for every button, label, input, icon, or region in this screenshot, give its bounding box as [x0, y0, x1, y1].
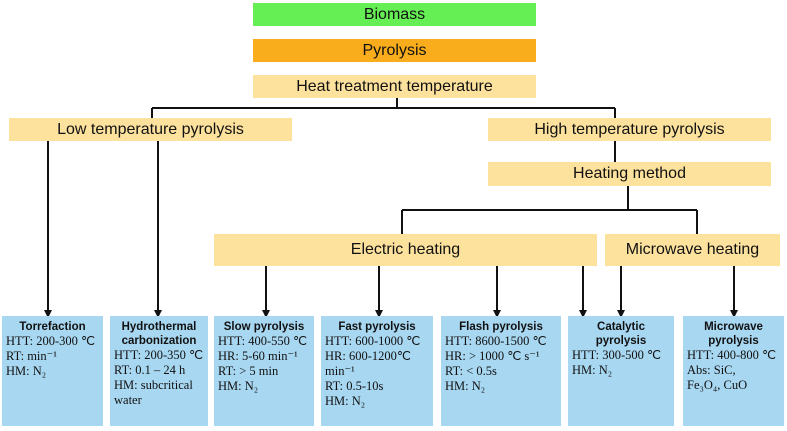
leaf-line: HM: N₂ — [6, 364, 47, 378]
leaf-microwave-title-1: Microwave — [704, 321, 763, 333]
leaf-line: HR: > 1000 ℃ s⁻¹ — [445, 349, 540, 363]
leaf-fast-title: Fast pyrolysis — [338, 321, 416, 333]
leaf-line: RT: 0.1 – 24 h — [114, 363, 186, 377]
node-electric-heating-label: Electric heating — [350, 241, 461, 258]
leaf-line: HTT: 600-1000 ℃ — [325, 334, 421, 348]
leaf-line: HTT: 8600-1500 ℃ — [445, 334, 547, 348]
node-microwave-heating-label: Microwave heating — [625, 241, 760, 258]
leaf-line: HM: N₂ — [218, 379, 259, 393]
leaf-flash-pyrolysis: Flash pyrolysis HTT: 8600-1500 ℃ HR: > 1… — [441, 316, 561, 426]
node-pyrolysis: Pyrolysis — [253, 39, 536, 62]
node-biomass: Biomass — [253, 3, 536, 26]
leaf-line: HM: N₂ — [445, 379, 486, 393]
leaf-line: HTT: 400-800 ℃ — [687, 348, 777, 362]
leaf-line: RT: 0.5-10s — [325, 379, 384, 393]
leaf-line: HM: subcritical — [114, 378, 193, 392]
leaf-hydrothermal-title-1: Hydrothermal — [121, 321, 197, 333]
node-heating-method-label: Heating method — [573, 165, 686, 182]
leaf-line: HM: N₂ — [572, 363, 613, 377]
leaf-hydrothermal-title-2: carbonization — [121, 335, 197, 347]
node-heating-method: Heating method — [488, 162, 771, 186]
leaf-line: RT: < 0.5s — [445, 364, 497, 378]
node-heat-treatment: Heat treatment temperature — [253, 75, 536, 98]
leaf-torrefaction-title: Torrefaction — [19, 321, 86, 333]
leaf-catalytic-title: Catalytic pyrolysis — [595, 321, 647, 347]
leaf-line: HTT: 200-350 ℃ — [114, 348, 204, 362]
leaf-slow-pyrolysis: Slow pyrolysis HTT: 400-550 ℃ HR: 5-60 m… — [214, 316, 314, 426]
leaf-microwave-title-2: pyrolysis — [708, 335, 759, 347]
node-high-temperature: High temperature pyrolysis — [488, 118, 771, 141]
node-low-temperature: Low temperature pyrolysis — [9, 118, 292, 141]
node-biomass-label: Biomass — [363, 5, 426, 23]
leaf-line: Abs: SiC, — [687, 363, 736, 377]
node-high-temperature-label: High temperature pyrolysis — [534, 120, 725, 138]
leaf-line: HR: 600-1200℃ — [325, 349, 411, 363]
leaf-line: HTT: 200-300 ℃ — [6, 334, 96, 348]
leaf-line: water — [114, 393, 142, 407]
leaf-torrefaction: Torrefaction HTT: 200-300 ℃ RT: min⁻¹ HM… — [2, 316, 103, 426]
node-pyrolysis-label: Pyrolysis — [362, 41, 427, 59]
leaf-line: HR: 5-60 min⁻¹ — [218, 349, 298, 363]
leaf-line: min⁻¹ — [325, 364, 355, 378]
leaf-fast-pyrolysis: Fast pyrolysis HTT: 600-1000 ℃ HR: 600-1… — [321, 316, 433, 426]
leaf-flash-title: Flash pyrolysis — [459, 321, 543, 333]
node-heat-treatment-label: Heat treatment temperature — [296, 77, 493, 95]
node-electric-heating: Electric heating — [214, 234, 597, 266]
leaf-catalytic-pyrolysis: Catalytic pyrolysis HTT: 300-500 ℃ HM: N… — [568, 316, 674, 426]
leaf-hydrothermal: Hydrothermal carbonization HTT: 200-350 … — [110, 316, 208, 426]
leaf-line: RT: > 5 min — [218, 364, 279, 378]
leaf-microwave-pyrolysis: Microwave pyrolysis HTT: 400-800 ℃ Abs: … — [683, 316, 784, 426]
leaf-line: HTT: 300-500 ℃ — [572, 348, 662, 362]
leaf-line: Fe₃O₄, CuO — [687, 378, 748, 392]
node-microwave-heating: Microwave heating — [605, 234, 780, 266]
leaf-line: HM: N₂ — [325, 394, 366, 408]
node-low-temperature-label: Low temperature pyrolysis — [57, 120, 244, 138]
leaf-slow-title: Slow pyrolysis — [223, 321, 305, 333]
leaf-line: RT: min⁻¹ — [6, 349, 57, 363]
leaf-line: HTT: 400-550 ℃ — [218, 334, 308, 348]
